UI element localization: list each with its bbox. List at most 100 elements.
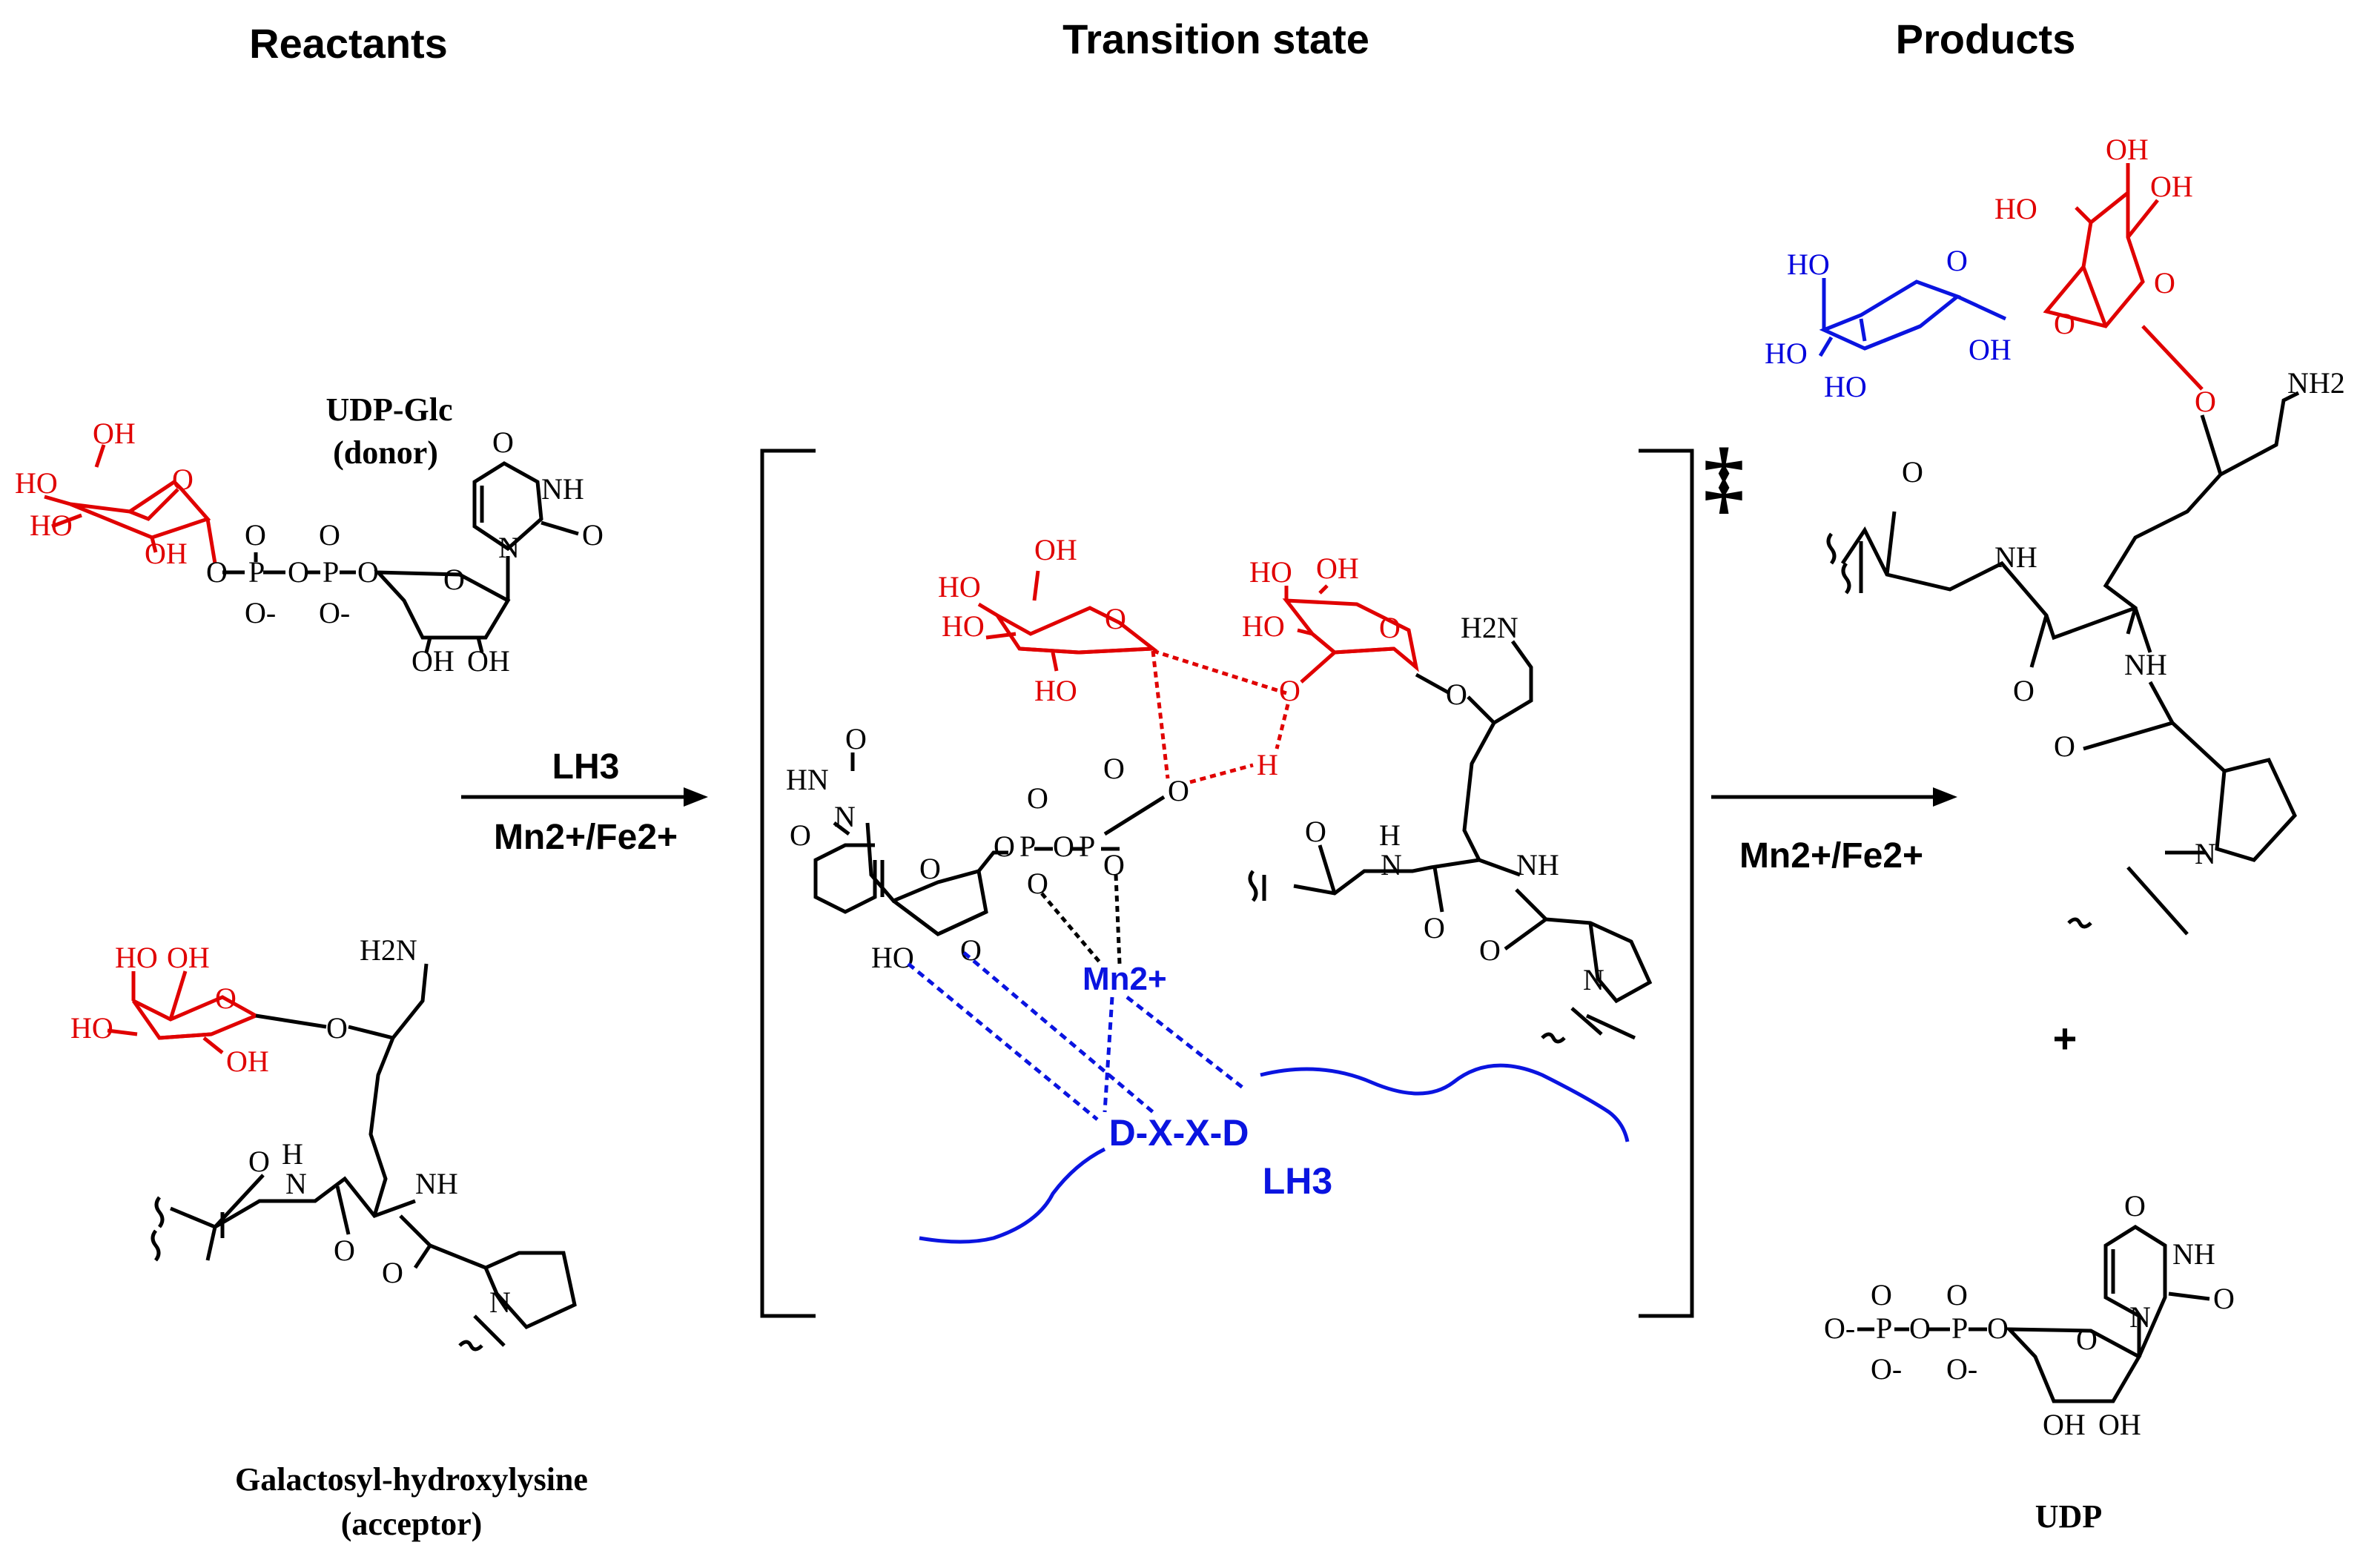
svg-text:O: O (248, 1145, 270, 1178)
svg-text:O: O (2013, 674, 2035, 707)
svg-text:HO: HO (1034, 674, 1077, 707)
svg-text:OH: OH (1316, 552, 1359, 585)
reaction-arrow-2 (1711, 787, 1957, 807)
svg-text:O: O (1946, 244, 1968, 277)
svg-text:P: P (248, 555, 265, 589)
svg-text:H2N: H2N (360, 933, 417, 967)
svg-text:HO: HO (70, 1011, 113, 1045)
svg-text:O: O (960, 933, 982, 967)
svg-text:O: O (319, 518, 340, 552)
svg-text:O-: O- (1824, 1311, 1855, 1345)
svg-text:HO: HO (115, 941, 158, 974)
svg-text:NH: NH (1516, 848, 1559, 881)
svg-text:O: O (2154, 266, 2175, 300)
svg-text:HO: HO (1994, 192, 2037, 225)
svg-text:OH: OH (1034, 533, 1077, 566)
acceptor-name: Galactosyl-hydroxylysine (235, 1461, 588, 1498)
svg-text:O: O (1909, 1311, 1931, 1345)
acceptor-role: (acceptor) (341, 1506, 483, 1542)
arrow1-cofactor: Mn2+/Fe2+ (494, 818, 678, 857)
svg-text:O: O (845, 722, 867, 755)
svg-text:O-: O- (1871, 1352, 1902, 1386)
svg-text:OH: OH (467, 644, 510, 678)
double-dagger: ‡ (1704, 431, 1745, 522)
svg-text:O: O (2124, 1189, 2146, 1223)
svg-text:O: O (206, 555, 228, 589)
svg-text:O: O (245, 518, 266, 552)
gal-hyl-structure: HO OH HO OH O O H2N O H N O NH O N (70, 933, 577, 1352)
arrow1-enzyme: LH3 (552, 747, 620, 787)
svg-text:O: O (1987, 1311, 2009, 1345)
svg-text:OH: OH (411, 644, 455, 678)
svg-text:HO: HO (871, 941, 914, 974)
svg-text:HO: HO (1242, 609, 1285, 643)
svg-text:OH: OH (93, 417, 136, 450)
svg-text:O: O (1105, 602, 1126, 635)
svg-text:N: N (285, 1167, 307, 1200)
ts-bracket-left (760, 449, 816, 1318)
arrow2-cofactor: Mn2+/Fe2+ (1739, 836, 1923, 876)
svg-text:OH: OH (145, 537, 188, 570)
svg-text:OH: OH (1969, 333, 2012, 366)
svg-text:O: O (1168, 774, 1189, 807)
svg-text:P: P (1876, 1311, 1892, 1345)
svg-text:H2N: H2N (1461, 611, 1518, 644)
ts-motif-label: D-X-X-D (1109, 1112, 1249, 1154)
donor-role: (donor) (333, 434, 438, 471)
svg-text:O: O (919, 852, 941, 885)
svg-text:HO: HO (938, 570, 981, 603)
svg-text:O: O (1424, 911, 1445, 945)
svg-text:O: O (334, 1234, 355, 1267)
svg-text:O-: O- (1946, 1352, 1977, 1386)
svg-text:HO: HO (1787, 248, 1830, 281)
svg-text:HO: HO (1824, 370, 1867, 403)
header-products: Products (1896, 16, 2076, 62)
header-reactants: Reactants (249, 20, 448, 67)
svg-text:O: O (357, 555, 379, 589)
ts-bracket-right (1639, 449, 1694, 1318)
svg-text:NH: NH (1994, 540, 2037, 574)
udp-structure: O- P O O- O P O O- O O OH OH N O NH O (1824, 1189, 2235, 1441)
svg-text:O: O (994, 830, 1015, 863)
glc-gal-hyl-structure: HO HO HO OH O O HO OH OH O O NH2 O NH O … (1765, 133, 2345, 936)
svg-text:O: O (2213, 1282, 2235, 1315)
svg-text:O: O (172, 463, 194, 496)
svg-text:H: H (1379, 818, 1401, 852)
svg-text:O: O (1479, 933, 1501, 967)
svg-text:OH: OH (2098, 1408, 2141, 1441)
svg-text:OH: OH (2150, 170, 2193, 203)
svg-text:O: O (1103, 752, 1125, 785)
svg-text:O: O (492, 426, 514, 459)
svg-text:NH2: NH2 (2287, 366, 2345, 400)
svg-text:HN: HN (786, 763, 829, 796)
svg-text:OH: OH (226, 1045, 269, 1078)
svg-text:O: O (1103, 848, 1125, 881)
svg-text:P: P (1079, 830, 1095, 863)
svg-text:H: H (282, 1137, 303, 1171)
svg-text:O: O (1053, 830, 1074, 863)
svg-text:NH: NH (415, 1167, 458, 1200)
svg-text:O-: O- (319, 596, 350, 629)
svg-text:O: O (326, 1011, 348, 1045)
plus-sign: + (2053, 1015, 2078, 1062)
svg-text:O: O (2076, 1323, 2098, 1356)
svg-text:N: N (834, 800, 856, 833)
svg-text:O: O (1446, 678, 1467, 711)
svg-text:HO: HO (15, 466, 58, 500)
ts-metal-label: Mn2+ (1083, 961, 1167, 997)
svg-text:N: N (489, 1286, 511, 1319)
svg-text:HO: HO (942, 609, 985, 643)
ts-structure: OH HO HO HO O HO OH HO O H O O H2N O H N… (786, 533, 1653, 1244)
svg-text:O: O (1305, 815, 1326, 848)
svg-text:HO: HO (1249, 555, 1292, 589)
svg-text:NH: NH (541, 472, 584, 506)
svg-text:O: O (1946, 1278, 1968, 1311)
svg-text:N: N (498, 531, 520, 564)
header-transition-state: Transition state (1062, 16, 1369, 62)
svg-text:O-: O- (245, 596, 276, 629)
svg-text:O: O (2195, 385, 2216, 418)
svg-text:HO: HO (30, 509, 73, 542)
svg-text:O: O (1379, 611, 1401, 644)
svg-text:H: H (1257, 748, 1278, 781)
